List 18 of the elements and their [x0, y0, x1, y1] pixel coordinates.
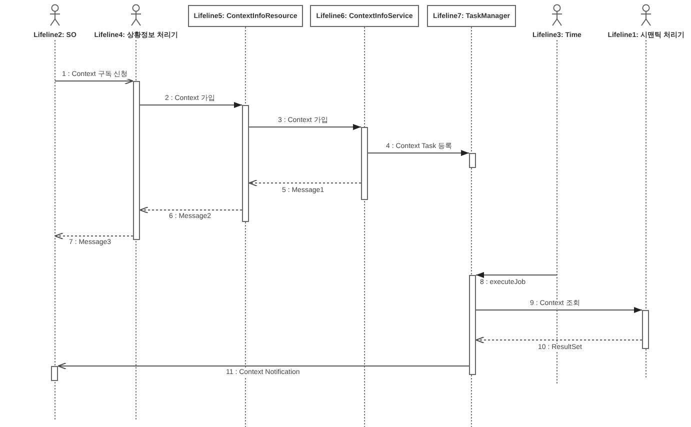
message-arrow: [140, 102, 242, 108]
activation-bar: [361, 127, 368, 200]
message-arrow: [476, 272, 558, 278]
message-arrow: [476, 307, 642, 313]
activation-bar: [469, 153, 476, 168]
message-arrow: [476, 336, 642, 344]
activation-bar: [51, 366, 58, 381]
message-arrow: [54, 78, 134, 84]
activation-bar: [642, 310, 649, 349]
activation-bar: [242, 105, 249, 222]
activation-bar: [133, 81, 140, 240]
message-arrow: [248, 180, 362, 186]
message-arrow: [140, 206, 242, 214]
message-arrow: [58, 362, 470, 370]
message-arrow: [248, 124, 362, 130]
activation-bar: [469, 275, 476, 375]
message-arrow: [368, 150, 470, 156]
message-arrow: [54, 232, 134, 240]
